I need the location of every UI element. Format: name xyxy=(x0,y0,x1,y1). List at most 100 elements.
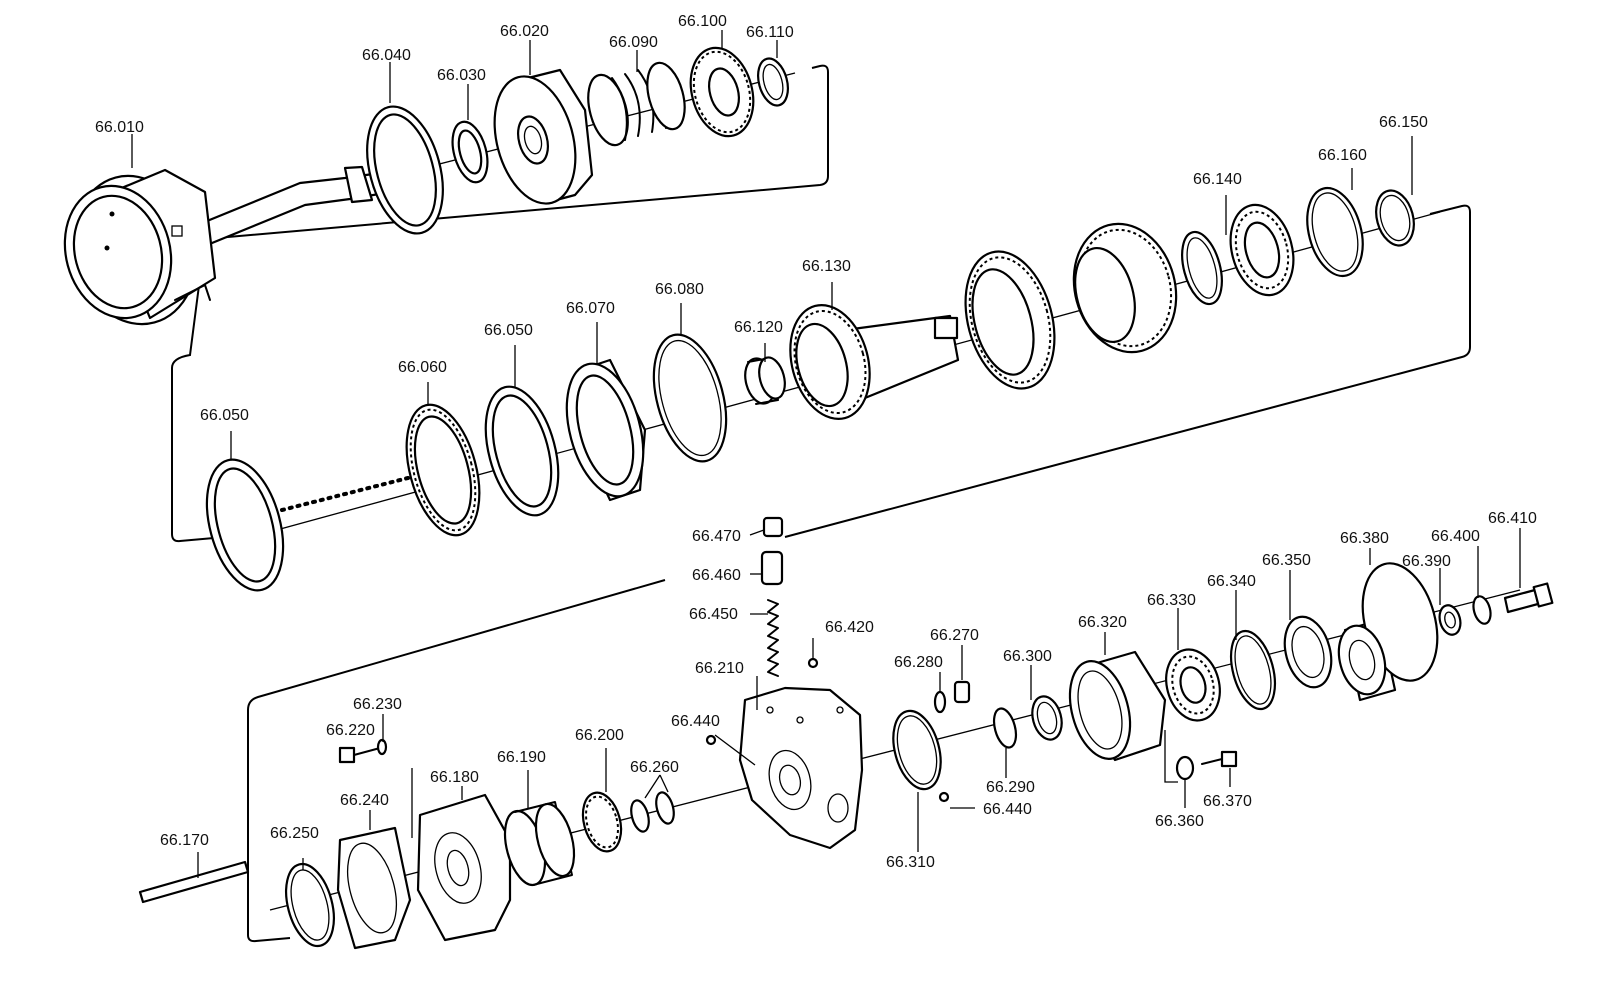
label-66290: 66.290 xyxy=(986,779,1035,796)
part-66080-snap-ring xyxy=(652,333,728,463)
label-66160: 66.160 xyxy=(1318,147,1367,164)
label-66150: 66.150 xyxy=(1379,114,1428,131)
part-66040-seal-ring xyxy=(366,105,444,235)
assembly-path-lines xyxy=(171,64,1471,943)
part-66070-pressure-plate xyxy=(565,358,647,502)
label-66120: 66.120 xyxy=(734,319,783,336)
part-66050-disc-left xyxy=(205,458,285,592)
label-66250: 66.250 xyxy=(270,825,319,842)
part-66100-gear-disc xyxy=(689,46,755,138)
label-66280: 66.280 xyxy=(894,654,943,671)
part-66210-valve-housing xyxy=(738,686,864,850)
label-66220: 66.220 xyxy=(326,722,375,739)
label-66170: 66.170 xyxy=(160,832,209,849)
part-66190-needle-cage xyxy=(503,801,576,887)
label-66360: 66.360 xyxy=(1155,813,1204,830)
label-66390: 66.390 xyxy=(1402,553,1451,570)
part-66290-seal xyxy=(992,707,1018,749)
label-66030: 66.030 xyxy=(437,67,486,84)
label-66140: 66.140 xyxy=(1193,171,1242,188)
label-66070: 66.070 xyxy=(566,300,615,317)
label-66450: 66.450 xyxy=(689,606,738,623)
part-66020-piston xyxy=(493,68,594,205)
label-66090: 66.090 xyxy=(609,34,658,51)
label-66210: 66.210 xyxy=(695,660,744,677)
part-66140-snap-ring xyxy=(1181,230,1223,306)
label-66340: 66.340 xyxy=(1207,573,1256,590)
label-66010: 66.010 xyxy=(95,119,144,136)
part-66350-seal xyxy=(1283,615,1333,689)
part-66410-bolt xyxy=(1503,582,1554,614)
part-66090-spring xyxy=(587,61,686,147)
part-66060-friction-disc xyxy=(405,403,481,537)
part-66390-washer xyxy=(1438,604,1462,636)
leader-lines xyxy=(131,30,1521,878)
label-66240: 66.240 xyxy=(340,792,389,809)
part-66200-gear xyxy=(581,791,623,853)
label-66190: 66.190 xyxy=(497,749,546,766)
part-66130-planet-carrier xyxy=(789,304,960,420)
part-66440-ball-left xyxy=(705,734,717,746)
part-66300-ring xyxy=(1031,695,1063,741)
part-66470-cap xyxy=(762,516,784,538)
label-66470: 66.470 xyxy=(692,528,741,545)
label-66370: 66.370 xyxy=(1203,793,1252,810)
part-66170-stud xyxy=(138,860,250,904)
part-66160-snap-ring xyxy=(1306,186,1364,278)
label-66460: 66.460 xyxy=(692,567,741,584)
label-66200: 66.200 xyxy=(575,727,624,744)
part-66270-bushing xyxy=(953,680,971,704)
part-helical-gear xyxy=(1072,222,1178,354)
part-66370-bolt xyxy=(1201,750,1238,768)
label-66060: 66.060 xyxy=(398,359,447,376)
part-66440-ball-right xyxy=(938,791,950,803)
label-66400: 66.400 xyxy=(1431,528,1480,545)
label-66080: 66.080 xyxy=(655,281,704,298)
part-66340-snap-ring xyxy=(1229,629,1277,711)
part-66400-ring xyxy=(1472,595,1492,625)
label-66320: 66.320 xyxy=(1078,614,1127,631)
label-66050-left: 66.050 xyxy=(200,407,249,424)
label-66380: 66.380 xyxy=(1340,530,1389,547)
label-66440-left: 66.440 xyxy=(671,713,720,730)
part-66250-gasket-ring xyxy=(285,862,335,948)
label-66180: 66.180 xyxy=(430,769,479,786)
label-66310: 66.310 xyxy=(886,854,935,871)
part-66150-snap-ring xyxy=(1375,189,1415,247)
label-66260: 66.260 xyxy=(630,759,679,776)
part-66310-o-ring xyxy=(892,709,942,791)
part-66450-spring xyxy=(767,599,779,677)
part-66230-washer xyxy=(376,738,388,756)
label-66230: 66.230 xyxy=(353,696,402,713)
label-66130: 66.130 xyxy=(802,258,851,275)
part-ball-bearing xyxy=(1229,203,1295,297)
part-66360-lock-washer xyxy=(1164,730,1195,783)
part-66260-rings xyxy=(630,791,675,833)
part-66280-washer xyxy=(933,690,947,714)
label-66100: 66.100 xyxy=(678,13,727,30)
part-66120-needle-bearing xyxy=(744,356,786,405)
part-66010-drum-shaft xyxy=(63,165,387,326)
part-66460-plunger xyxy=(760,550,784,586)
label-66350: 66.350 xyxy=(1262,552,1311,569)
label-66040: 66.040 xyxy=(362,47,411,64)
label-66020: 66.020 xyxy=(500,23,549,40)
part-66320-sleeve xyxy=(1068,650,1167,762)
part-labels: 66.010 66.020 66.030 66.040 66.090 66.10… xyxy=(95,13,1537,871)
label-66270: 66.270 xyxy=(930,627,979,644)
part-66180-pump-body xyxy=(416,793,512,942)
part-66030-ring xyxy=(451,120,489,184)
part-66420-ball xyxy=(807,657,819,669)
part-66330-bearing xyxy=(1165,648,1221,722)
label-66420: 66.420 xyxy=(825,619,874,636)
label-66050-mid: 66.050 xyxy=(484,322,533,339)
part-66220-bolt xyxy=(338,746,381,764)
label-66440-right: 66.440 xyxy=(983,801,1032,818)
label-66330: 66.330 xyxy=(1147,592,1196,609)
label-66110: 66.110 xyxy=(746,24,794,41)
label-66410: 66.410 xyxy=(1488,510,1537,527)
part-66380-flange xyxy=(1337,562,1439,702)
part-66110-snap-ring xyxy=(757,57,789,107)
label-66300: 66.300 xyxy=(1003,648,1052,665)
